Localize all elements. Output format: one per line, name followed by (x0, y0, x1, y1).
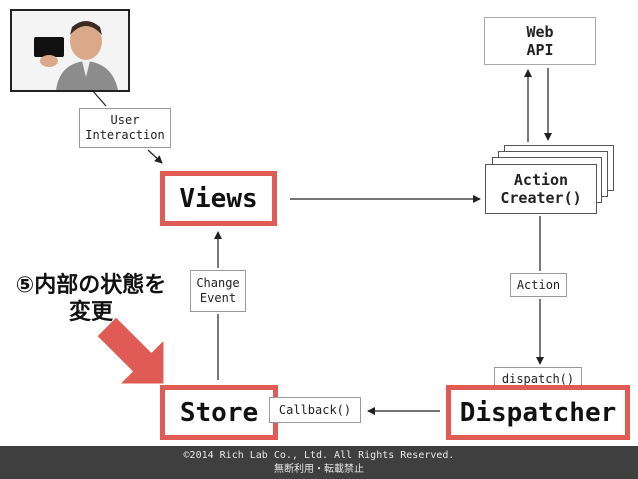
person-holding-phone-illustration (12, 11, 128, 90)
store-node: Store (160, 385, 278, 440)
annotation-text: ⑤内部の状態を 変更 (2, 272, 180, 326)
user-interaction-arrow (147, 149, 163, 164)
user-photo (10, 9, 130, 92)
user-interaction-label: User Interaction (79, 108, 171, 148)
annotation-line-2: 変更 (68, 300, 113, 325)
action-creator-box: Action Creater() (485, 164, 597, 214)
change-event-label: Change Event (190, 270, 246, 312)
footer-notice: 無断利用・転載禁止 (274, 464, 364, 475)
action-label: Action (510, 273, 567, 297)
photo-connector-line (91, 89, 107, 107)
footer: ©2014 Rich Lab Co., Ltd. All Rights Rese… (0, 446, 638, 479)
red-pointer-arrow-icon (97, 317, 164, 384)
annotation-line-1: ⑤内部の状態を (15, 273, 167, 298)
dispatcher-node: Dispatcher (446, 385, 630, 440)
callback-label: Callback() (269, 397, 361, 423)
footer-copyright: ©2014 Rich Lab Co., Ltd. All Rights Rese… (183, 450, 455, 461)
web-api-box: Web API (484, 17, 596, 65)
views-node: Views (160, 171, 277, 226)
